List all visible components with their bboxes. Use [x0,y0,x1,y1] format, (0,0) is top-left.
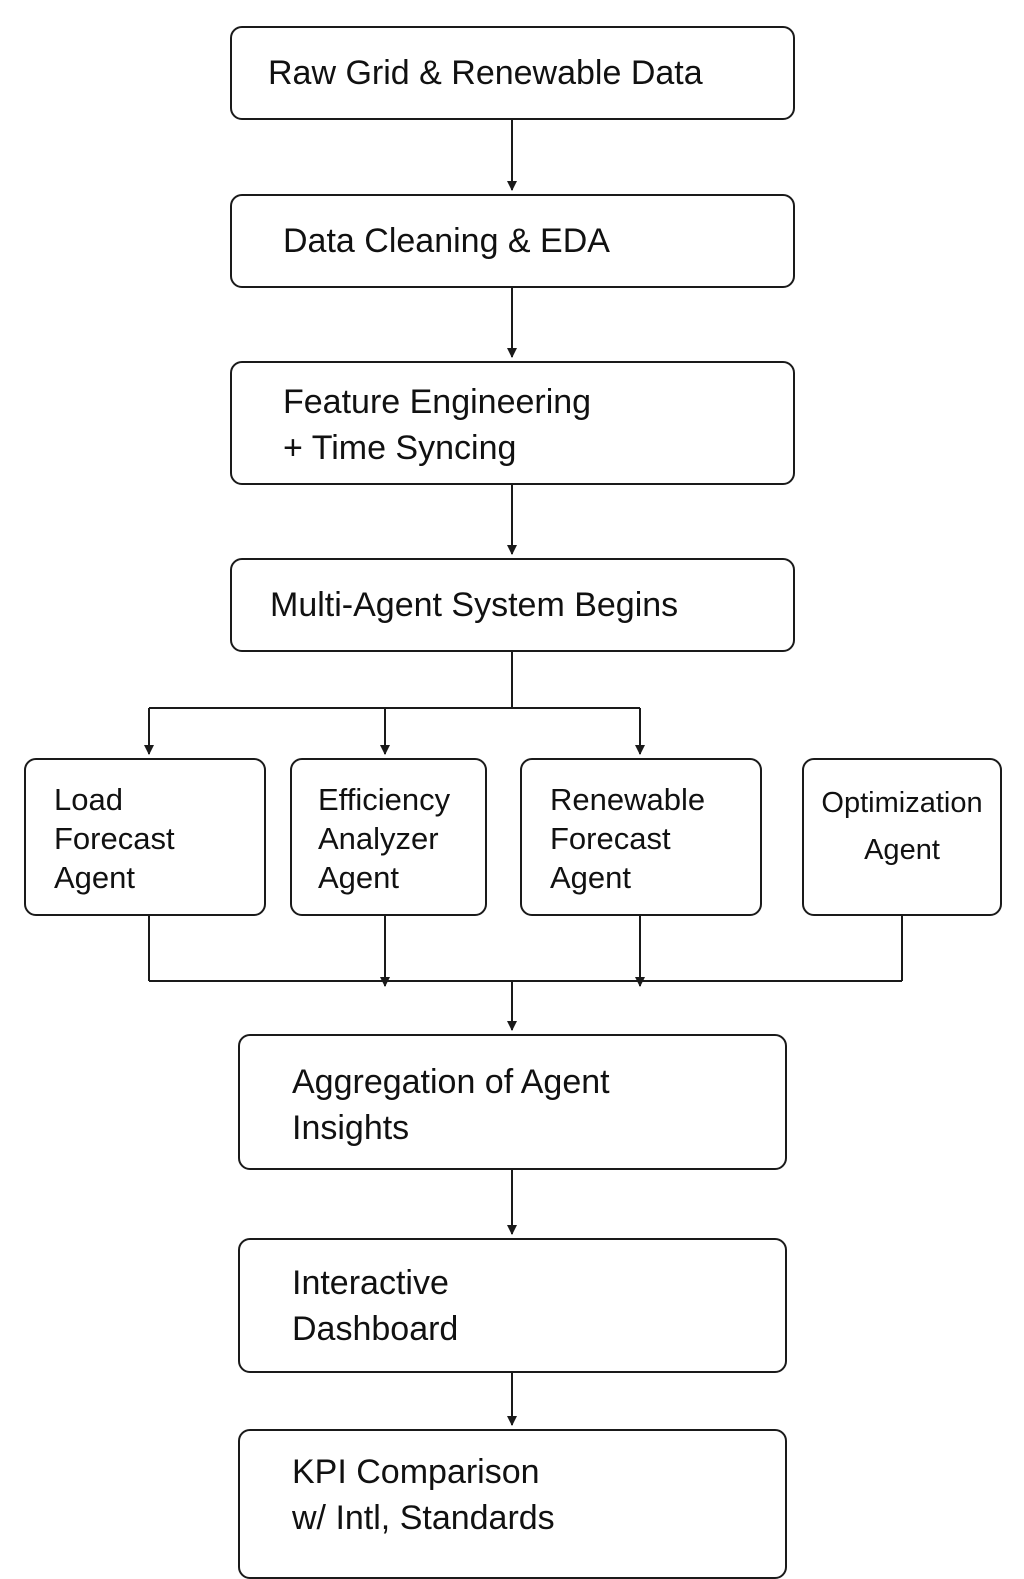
data-cleaning-box: Data Cleaning & EDA [230,194,795,288]
renewable-forecast-agent-box: Renewable Forecast Agent [520,758,762,916]
load-agent-line-3: Agent [54,860,136,895]
dashboard-line-2: Dashboard [292,1310,459,1348]
efficiency-agent-line-3: Agent [318,860,400,895]
load-forecast-agent-box: Load Forecast Agent [24,758,266,916]
feature-engineering-line-2: + Time Syncing [283,429,517,467]
optimization-agent-label: Optimization Agent [804,780,1000,874]
multi-agent-label: Multi-Agent System Begins [270,586,679,624]
optimization-agent-line-1: Optimization [821,787,983,819]
kpi-comparison-box: KPI Comparison w/ Intl, Standards [238,1429,787,1579]
renewable-agent-line-3: Agent [550,860,632,895]
efficiency-analyzer-agent-box: Efficiency Analyzer Agent [290,758,487,916]
efficiency-agent-line-2: Analyzer [318,821,439,856]
dashboard-line-1: Interactive [292,1264,449,1302]
feature-engineering-box: Feature Engineering + Time Syncing [230,361,795,485]
data-cleaning-label: Data Cleaning & EDA [283,222,610,260]
feature-engineering-label: Feature Engineering + Time Syncing [283,379,591,471]
kpi-line-2: w/ Intl, Standards [292,1499,555,1537]
load-agent-line-2: Forecast [54,821,175,856]
optimization-agent-box: Optimization Agent [802,758,1002,916]
aggregation-label: Aggregation of Agent Insights [292,1059,610,1151]
optimization-agent-line-2: Agent [864,834,940,866]
renewable-agent-line-1: Renewable [550,782,706,817]
aggregation-line-2: Insights [292,1109,410,1147]
dashboard-label: Interactive Dashboard [292,1260,458,1352]
flowchart: Raw Grid & Renewable Data Data Cleaning … [24,26,1002,1579]
raw-data-label: Raw Grid & Renewable Data [268,54,703,92]
aggregation-box: Aggregation of Agent Insights [238,1034,787,1170]
raw-data-box: Raw Grid & Renewable Data [230,26,795,120]
aggregation-line-1: Aggregation of Agent [292,1063,610,1101]
multi-agent-box: Multi-Agent System Begins [230,558,795,652]
renewable-agent-line-2: Forecast [550,821,671,856]
load-agent-line-1: Load [54,782,123,817]
feature-engineering-line-1: Feature Engineering [283,383,592,421]
kpi-line-1: KPI Comparison [292,1453,540,1491]
kpi-comparison-label: KPI Comparison w/ Intl, Standards [292,1449,555,1541]
efficiency-agent-line-1: Efficiency [318,782,451,817]
renewable-forecast-agent-label: Renewable Forecast Agent [550,780,705,897]
dashboard-box: Interactive Dashboard [238,1238,787,1373]
efficiency-analyzer-agent-label: Efficiency Analyzer Agent [318,780,450,897]
load-forecast-agent-label: Load Forecast Agent [54,780,175,897]
